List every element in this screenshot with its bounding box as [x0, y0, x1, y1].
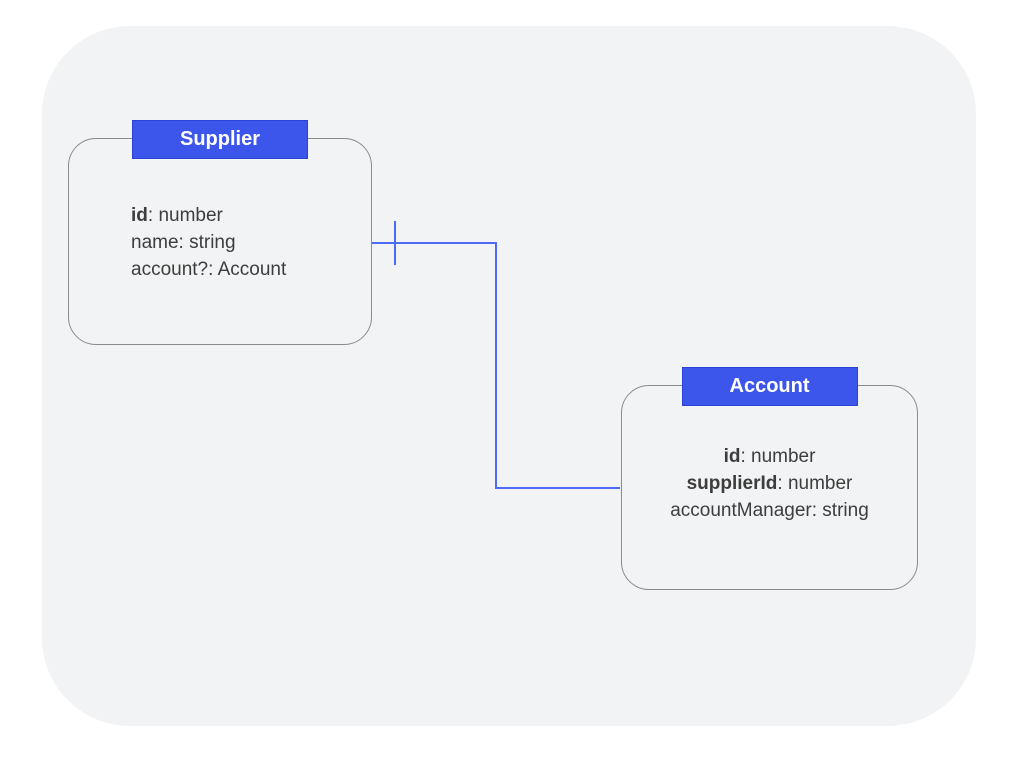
field-row: id: number [131, 202, 371, 229]
entity-account-header[interactable]: Account [681, 367, 858, 406]
field-name: id [723, 446, 741, 467]
entity-account[interactable]: Account id: number supplierId: number ac… [621, 367, 918, 590]
field-row: supplierId: number [622, 470, 917, 497]
field-type: account?: Account [131, 259, 287, 280]
field-row: name: string [131, 229, 371, 256]
field-name: supplierId [686, 473, 778, 494]
field-type: : number [740, 446, 816, 467]
field-type: : number [147, 205, 223, 226]
entity-supplier[interactable]: Supplier id: number name: string account… [68, 120, 372, 345]
entity-supplier-fields: id: number name: string account?: Accoun… [131, 202, 371, 283]
field-row: accountManager: string [622, 497, 917, 524]
field-type: name: string [131, 232, 236, 253]
entity-supplier-header[interactable]: Supplier [132, 120, 308, 159]
entity-account-fields: id: number supplierId: number accountMan… [622, 443, 917, 524]
field-type: accountManager: string [670, 500, 869, 521]
field-name: id [131, 205, 148, 226]
entity-supplier-title: Supplier [179, 128, 260, 150]
entity-account-title: Account [729, 375, 810, 397]
field-type: : number [777, 473, 853, 494]
field-row: account?: Account [131, 256, 371, 283]
field-row: id: number [622, 443, 917, 470]
